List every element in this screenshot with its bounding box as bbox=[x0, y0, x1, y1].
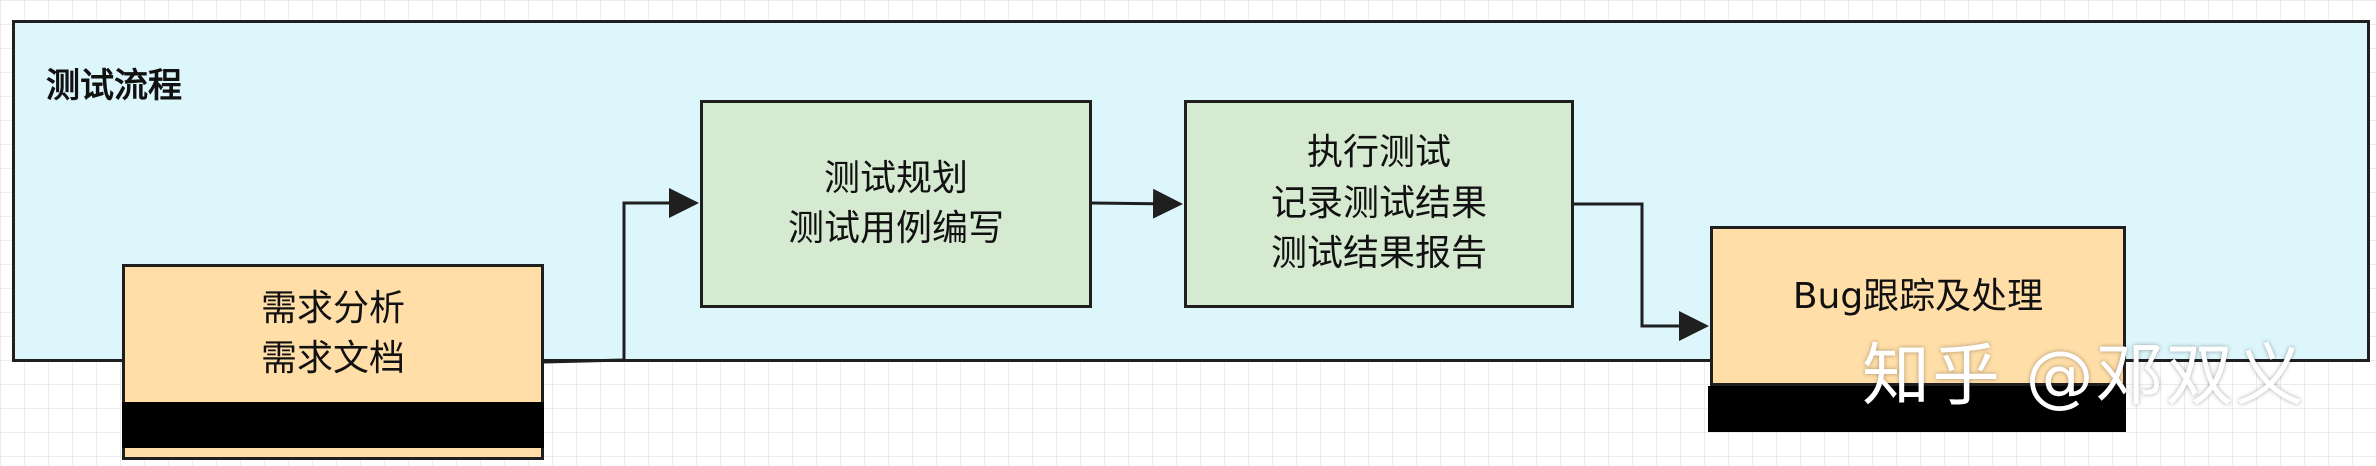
node-requirements-line2: 需求文档 bbox=[260, 338, 405, 379]
node-execution[interactable]: 执行测试 记录测试结果 测试结果报告 bbox=[1184, 100, 1574, 308]
node-bug-tracking[interactable]: Bug跟踪及处理 bbox=[1710, 226, 2126, 386]
node-planning[interactable]: 测试规划 测试用例编写 bbox=[700, 100, 1092, 308]
node-planning-line2: 测试用例编写 bbox=[787, 208, 1004, 249]
watermark: 知乎 @邓双义 bbox=[1862, 337, 2306, 416]
edge-execution-to-bug bbox=[1574, 202, 1709, 341]
edge-planning-to-execution bbox=[1091, 188, 1183, 219]
node-bug-tracking-line1: Bug跟踪及处理 bbox=[1792, 275, 2044, 317]
node-execution-line3: 测试结果报告 bbox=[1270, 233, 1487, 275]
redaction-bar-right bbox=[1708, 386, 2126, 432]
redaction-bar-left bbox=[122, 402, 544, 448]
node-planning-line1: 测试规划 bbox=[823, 157, 968, 199]
edge-requirements-to-planning bbox=[543, 188, 699, 364]
node-execution-line2: 记录测试结果 bbox=[1270, 182, 1487, 224]
node-requirements-line1: 需求分析 bbox=[260, 287, 405, 329]
node-execution-line1: 执行测试 bbox=[1306, 132, 1451, 174]
lane-title: 测试流程 bbox=[46, 66, 182, 106]
